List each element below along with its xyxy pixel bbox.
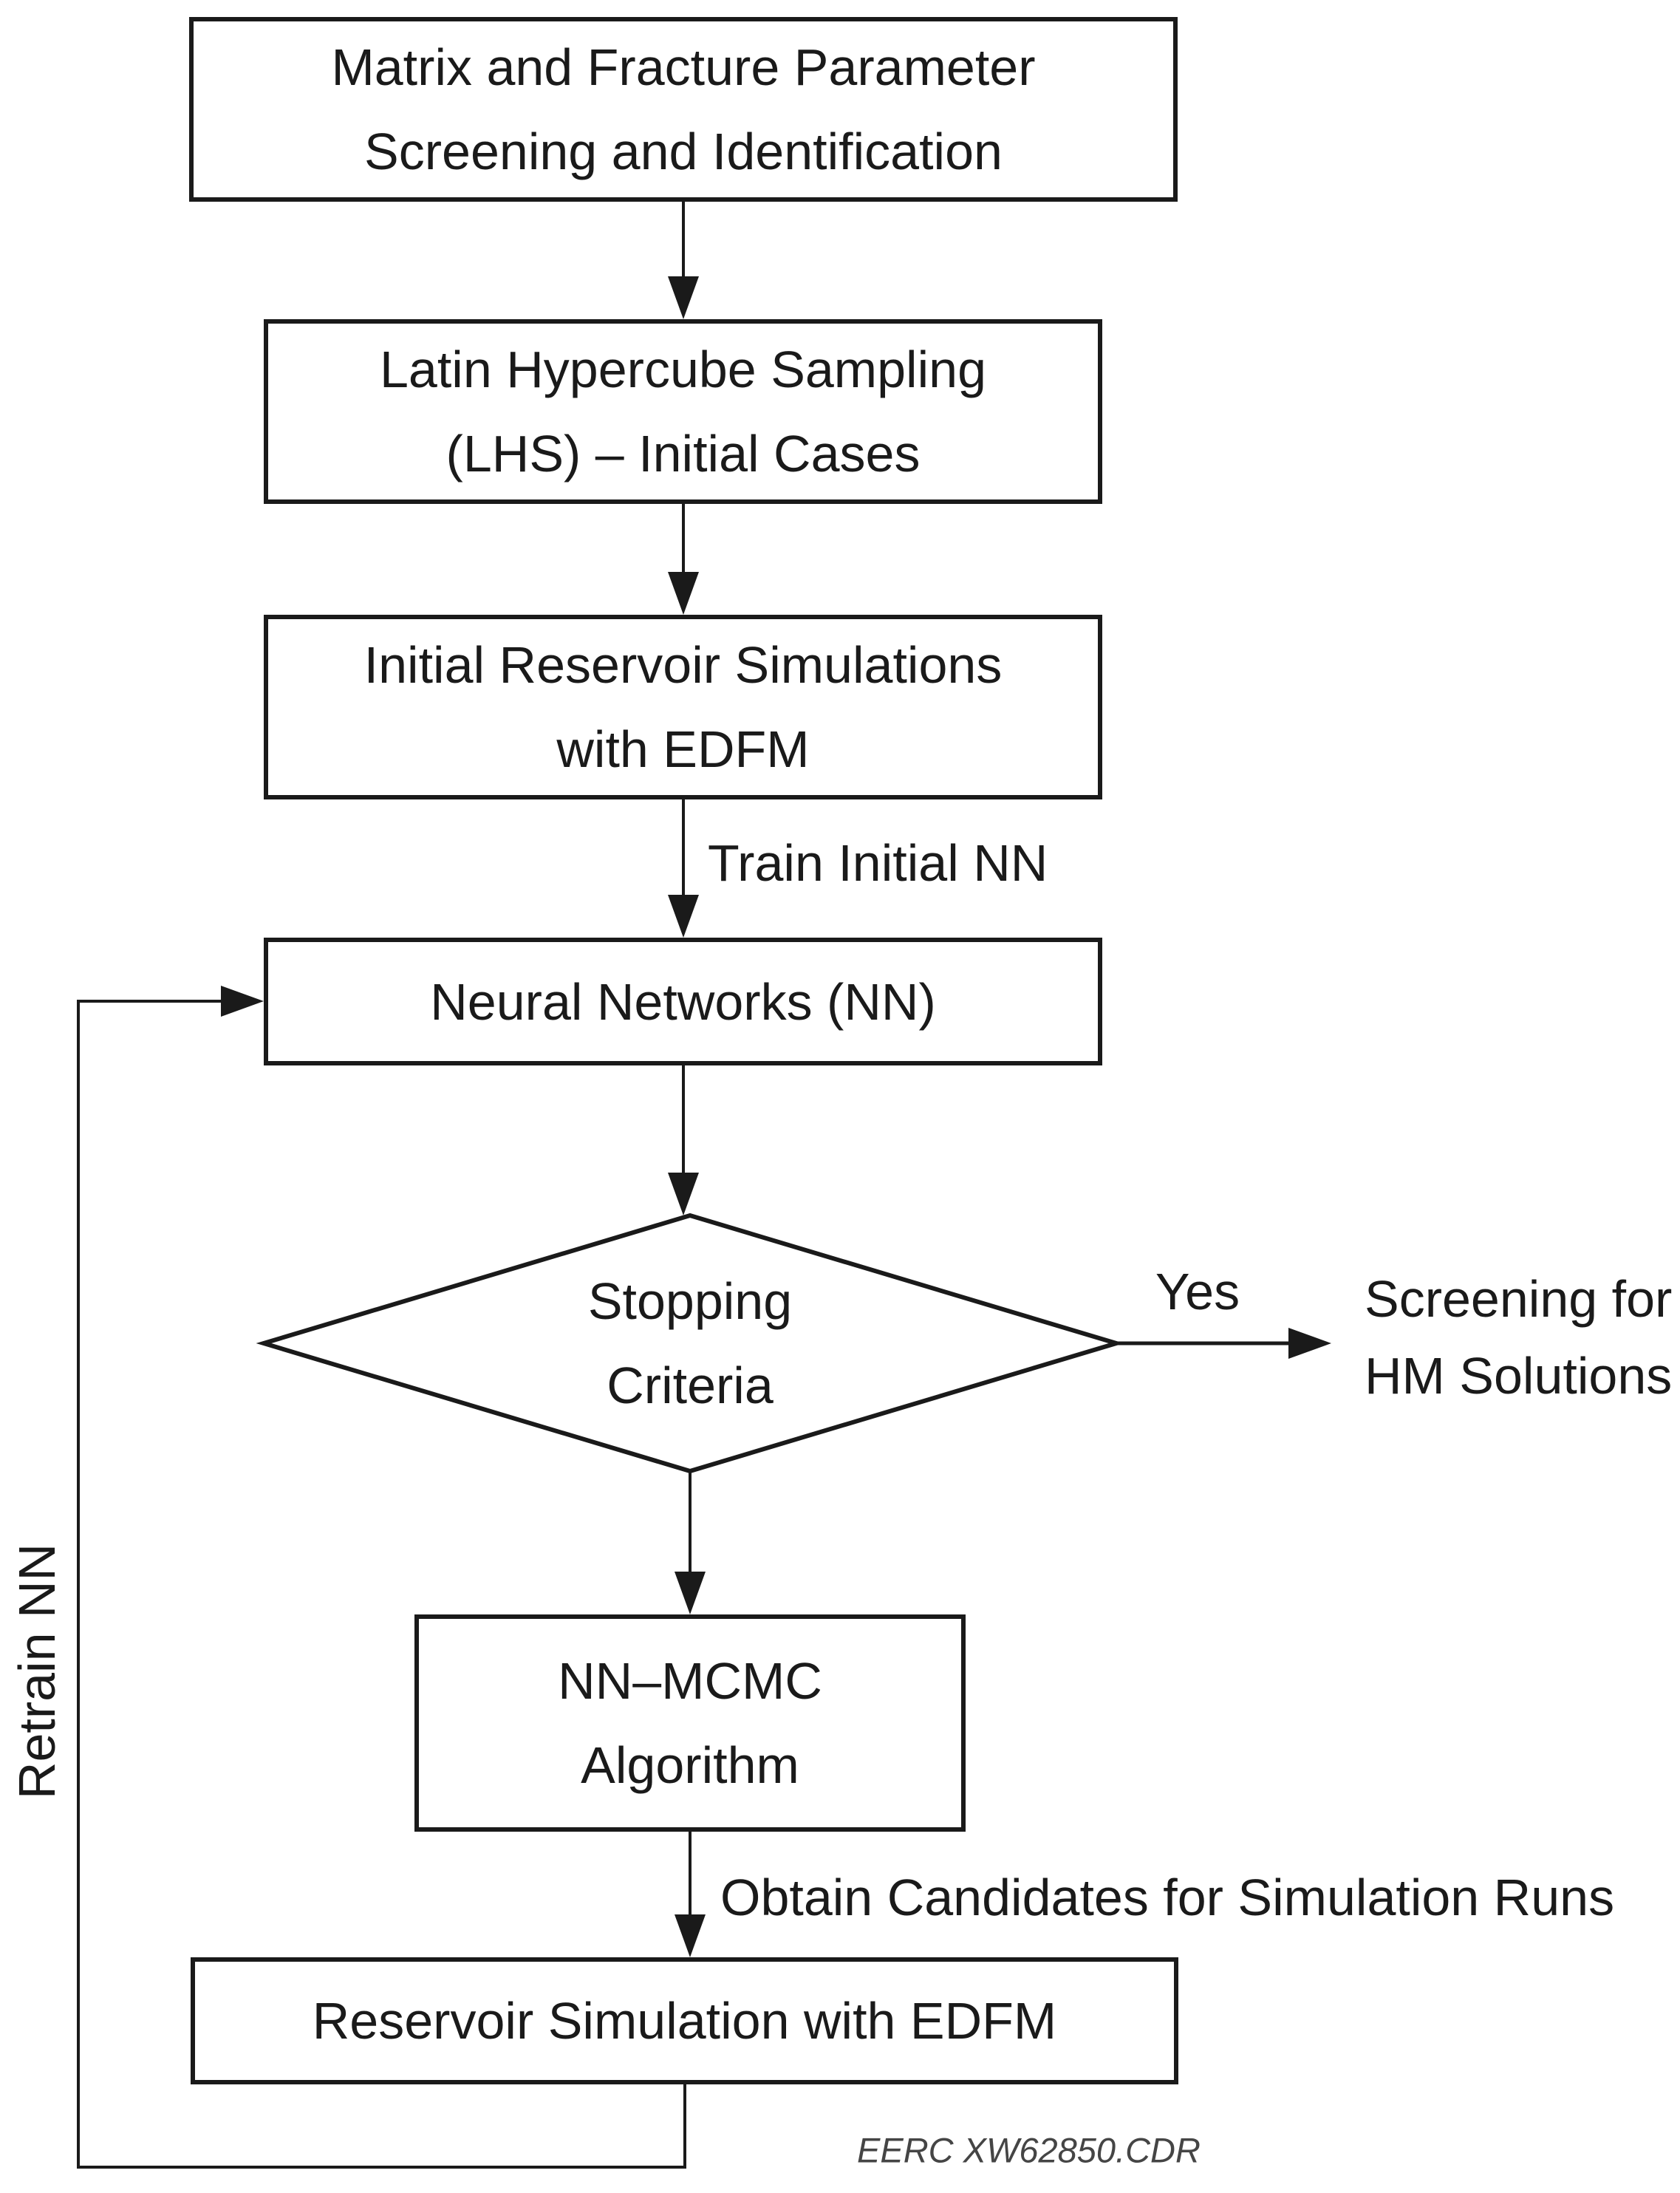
arrow-nn-to-decision-head <box>668 1173 699 1215</box>
node-latin-hypercube-sampling-line1: Latin Hypercube Sampling <box>379 341 987 398</box>
node-parameter-screening-line1: Matrix and Fracture Parameter <box>331 38 1036 96</box>
image-credit: EERC XW62850.CDR <box>857 2130 1201 2170</box>
arrow-lhs-to-initial-sim <box>668 504 699 615</box>
node-parameter-screening-line2: Screening and Identification <box>364 123 1003 180</box>
arrow-initial-sim-to-nn <box>668 799 699 938</box>
node-neural-networks: Neural Networks (NN) <box>264 938 1102 1065</box>
arrow-retrain-loop-head <box>221 986 264 1017</box>
arrow-nn-to-decision <box>668 1065 699 1215</box>
arrow-screening-to-lhs-head <box>668 276 699 319</box>
node-parameter-screening: Matrix and Fracture Parameter Screening … <box>189 17 1178 202</box>
arrow-retrain-loop <box>77 986 686 2169</box>
node-nn-mcmc-algorithm-line1: NN–MCMC <box>558 1652 822 1710</box>
decision-stopping-criteria-line2: Criteria <box>607 1357 774 1414</box>
arrow-mcmc-to-reservoir <box>675 1832 706 1957</box>
node-nn-mcmc-algorithm: NN–MCMC Algorithm <box>414 1614 966 1832</box>
arrow-lhs-to-initial-sim-head <box>668 572 699 615</box>
label-screening-hm-solutions-line1: Screening for <box>1365 1270 1673 1328</box>
label-train-initial-nn: Train Initial NN <box>708 834 1048 892</box>
label-screening-hm-solutions-line2: HM Solutions <box>1365 1347 1673 1405</box>
node-latin-hypercube-sampling-line2: (LHS) – Initial Cases <box>445 425 921 482</box>
arrow-decision-to-mcmc-head <box>675 1572 706 1614</box>
label-screening-hm-solutions: Screening for HM Solutions <box>1365 1261 1680 1414</box>
node-reservoir-simulation-edfm: Reservoir Simulation with EDFM <box>191 1957 1178 2084</box>
arrow-decision-to-mcmc <box>675 1471 706 1614</box>
arrow-decision-yes <box>1116 1328 1331 1359</box>
node-latin-hypercube-sampling: Latin Hypercube Sampling (LHS) – Initial… <box>264 319 1102 504</box>
arrow-retrain-loop-path <box>77 1000 686 2169</box>
node-neural-networks-line1: Neural Networks (NN) <box>430 972 936 1031</box>
node-initial-reservoir-simulations: Initial Reservoir Simulations with EDFM <box>264 615 1102 799</box>
node-initial-reservoir-simulations-line1: Initial Reservoir Simulations <box>363 636 1003 694</box>
node-nn-mcmc-algorithm-line2: Algorithm <box>581 1736 799 1794</box>
arrow-decision-yes-head <box>1288 1328 1331 1359</box>
node-initial-reservoir-simulations-line2: with EDFM <box>556 720 810 778</box>
label-obtain-candidates: Obtain Candidates for Simulation Runs <box>720 1869 1615 1926</box>
arrow-screening-to-lhs <box>668 202 699 319</box>
arrow-mcmc-to-reservoir-head <box>675 1914 706 1957</box>
label-retrain-nn: Retrain NN <box>8 1543 66 1800</box>
decision-stopping-criteria-line1: Stopping <box>587 1272 793 1330</box>
node-reservoir-simulation-edfm-line1: Reservoir Simulation with EDFM <box>312 1992 1057 2050</box>
decision-stopping-criteria-label: Stopping Criteria <box>588 1259 792 1428</box>
arrow-initial-sim-to-nn-head <box>668 895 699 938</box>
label-yes: Yes <box>1155 1263 1240 1320</box>
